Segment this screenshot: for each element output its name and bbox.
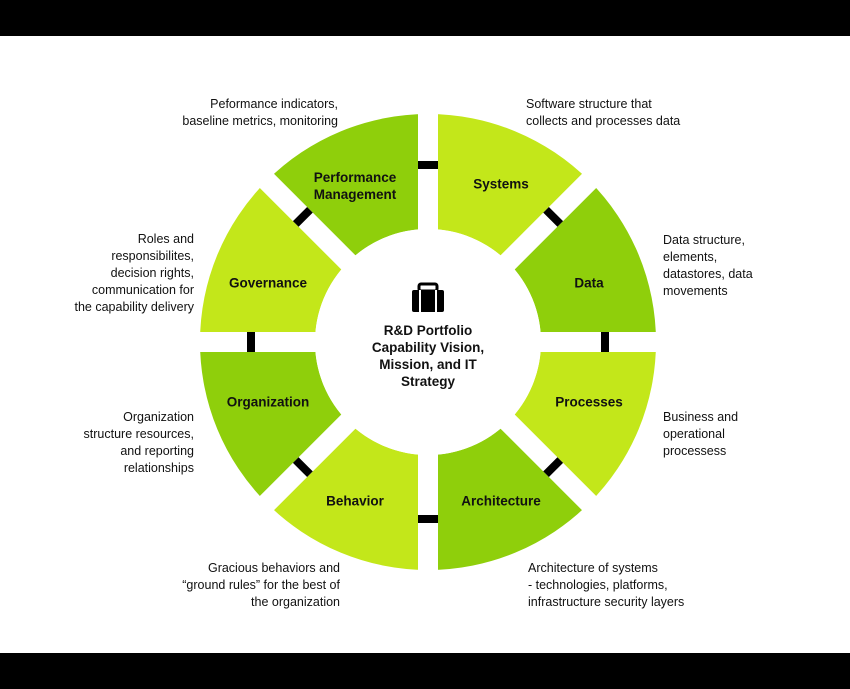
segment-data bbox=[507, 180, 656, 342]
center-title: R&D Portfolio Capability Vision, Mission… bbox=[371, 323, 485, 389]
top-letterbox-bar bbox=[0, 0, 850, 36]
segment-systems bbox=[428, 114, 590, 263]
description-performance-management: Peformance indicators, baseline metrics,… bbox=[182, 97, 338, 128]
segment-architecture bbox=[428, 421, 590, 570]
segment-label-performance-management: Performance Management bbox=[313, 170, 397, 202]
segment-label-data: Data bbox=[574, 275, 604, 291]
segment-governance bbox=[200, 180, 349, 342]
segment-behavior bbox=[266, 421, 428, 570]
description-processes: Business and operational processess bbox=[663, 410, 739, 458]
segment-gap bbox=[256, 170, 359, 273]
description-organization: Organization structure resources, and re… bbox=[83, 410, 194, 475]
segment-gap bbox=[497, 170, 600, 273]
connector-link bbox=[292, 206, 313, 227]
description-behavior: Gracious behaviors and “ground rules” fo… bbox=[182, 561, 340, 609]
briefcase-icon bbox=[412, 282, 444, 312]
connector-link bbox=[418, 515, 438, 523]
connector-link bbox=[601, 332, 609, 352]
segment-gap bbox=[256, 411, 359, 514]
description-systems: Software structure that collects and pro… bbox=[526, 97, 681, 128]
segment-label-architecture: Architecture bbox=[461, 493, 541, 509]
segment-label-governance: Governance bbox=[228, 275, 308, 291]
description-data: Data structure, elements, datastores, da… bbox=[663, 233, 753, 298]
segment-label-processes: Processes bbox=[555, 394, 623, 410]
segment-performance-management bbox=[266, 114, 428, 263]
connector-link bbox=[543, 457, 564, 478]
connector-link bbox=[247, 332, 255, 352]
connector-link bbox=[292, 457, 313, 478]
segment-organization bbox=[200, 342, 349, 504]
description-architecture: Architecture of systems - technologies, … bbox=[528, 561, 685, 609]
description-governance: Roles and responsibilites, decision righ… bbox=[74, 232, 194, 314]
connector-link bbox=[418, 161, 438, 169]
segment-label-behavior: Behavior bbox=[326, 493, 384, 509]
segment-label-systems: Systems bbox=[473, 176, 529, 192]
bottom-letterbox-bar bbox=[0, 653, 850, 689]
center-circle bbox=[315, 229, 541, 455]
segment-gap bbox=[497, 411, 600, 514]
connector-link bbox=[543, 206, 564, 227]
segment-processes bbox=[507, 342, 656, 504]
segment-label-organization: Organization bbox=[226, 394, 310, 410]
